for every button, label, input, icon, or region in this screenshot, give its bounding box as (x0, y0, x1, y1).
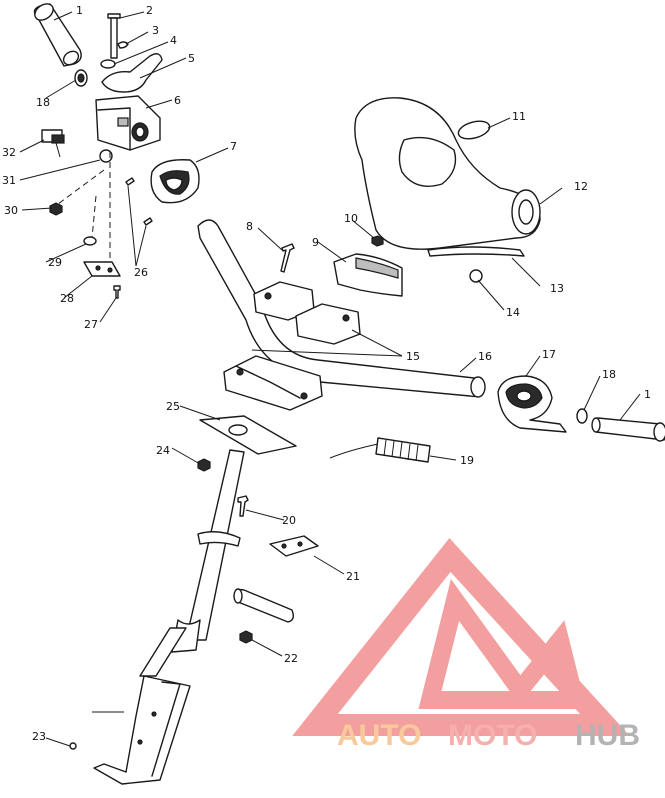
callout-5: 5 (188, 52, 195, 65)
callout-1-left-grip: 1 (76, 4, 83, 17)
clamp-plate (83, 261, 121, 277)
callout-12: 12 (574, 180, 588, 193)
cable-adjuster (99, 149, 113, 163)
throttle-lever (101, 53, 163, 93)
callout-28: 28 (60, 292, 74, 305)
callout-11: 11 (512, 110, 526, 123)
throttle-housing (95, 95, 161, 151)
upper-bar-clamps (253, 281, 361, 345)
collar-bolt-20 (237, 495, 249, 517)
lock-nut-30 (49, 202, 63, 216)
right-end-plug (576, 408, 588, 424)
pad-fastener (469, 269, 483, 283)
callout-29: 29 (48, 256, 62, 269)
callout-10: 10 (344, 212, 358, 225)
callout-14: 14 (506, 306, 520, 319)
callout-30: 30 (4, 204, 18, 217)
washer-29 (83, 236, 97, 246)
clamp-screw (113, 285, 121, 299)
callout-3: 3 (152, 24, 159, 37)
housing-screws (125, 177, 153, 226)
post-nut-22 (239, 630, 253, 644)
callout-32: 32 (2, 146, 16, 159)
handlebar-pad (354, 97, 541, 250)
callout-27: 27 (84, 318, 98, 331)
callout-17: 17 (542, 348, 556, 361)
callout-labels: 1 2 3 4 5 6 7 18 32 31 30 29 26 28 27 8 … (2, 4, 651, 743)
callout-8: 8 (246, 220, 253, 233)
watermark-moto: MOTO (448, 719, 537, 752)
callout-20: 20 (282, 514, 296, 527)
steering-post (93, 415, 297, 785)
housing-cover (150, 159, 200, 204)
callout-13: 13 (550, 282, 564, 295)
callout-18-left: 18 (36, 96, 50, 109)
right-grip (591, 417, 665, 442)
handlebar-clamp (333, 253, 403, 297)
callout-4: 4 (170, 34, 177, 47)
callout-21: 21 (346, 570, 360, 583)
left-grip (33, 3, 82, 67)
post-bushing-plate (269, 535, 319, 557)
callout-9: 9 (312, 236, 319, 249)
left-end-plug (74, 69, 88, 87)
e-clip (117, 41, 129, 49)
riser-nut-24 (197, 458, 211, 472)
pad-logo-emblem (457, 120, 491, 140)
clamp-bolt-8 (280, 243, 295, 273)
watermark-triangle (292, 538, 630, 736)
callout-2: 2 (146, 4, 153, 17)
callout-19: 19 (460, 454, 474, 467)
callout-7: 7 (230, 140, 237, 153)
cotter-pin-23 (69, 742, 77, 750)
callout-26: 26 (134, 266, 148, 279)
clamp-nut-10 (371, 235, 384, 247)
callout-18-right: 18 (602, 368, 616, 381)
riser-block (223, 355, 323, 411)
right-brake-control (497, 375, 567, 433)
callout-16: 16 (478, 350, 492, 363)
post-collar (197, 531, 241, 547)
callout-22: 22 (284, 652, 298, 665)
callout-1-right-grip: 1 (644, 388, 651, 401)
washer (100, 59, 116, 69)
callout-15: 15 (406, 350, 420, 363)
steering-bushing-tube (233, 588, 295, 623)
pad-strap (427, 246, 525, 257)
kill-switch (41, 129, 65, 158)
throttle-pivot-bolt (107, 13, 121, 59)
cable-spring (329, 437, 431, 463)
callout-6: 6 (174, 94, 181, 107)
watermark-inner-m (418, 579, 587, 709)
callout-31: 31 (2, 174, 16, 187)
watermark-hub: HUB (575, 719, 640, 752)
callout-25: 25 (166, 400, 180, 413)
watermark-logo: AUTO MOTO HUB (292, 538, 640, 752)
callout-23: 23 (32, 730, 46, 743)
callout-24: 24 (156, 444, 170, 457)
leader-lines (19, 11, 641, 747)
watermark-auto: AUTO (337, 719, 421, 752)
